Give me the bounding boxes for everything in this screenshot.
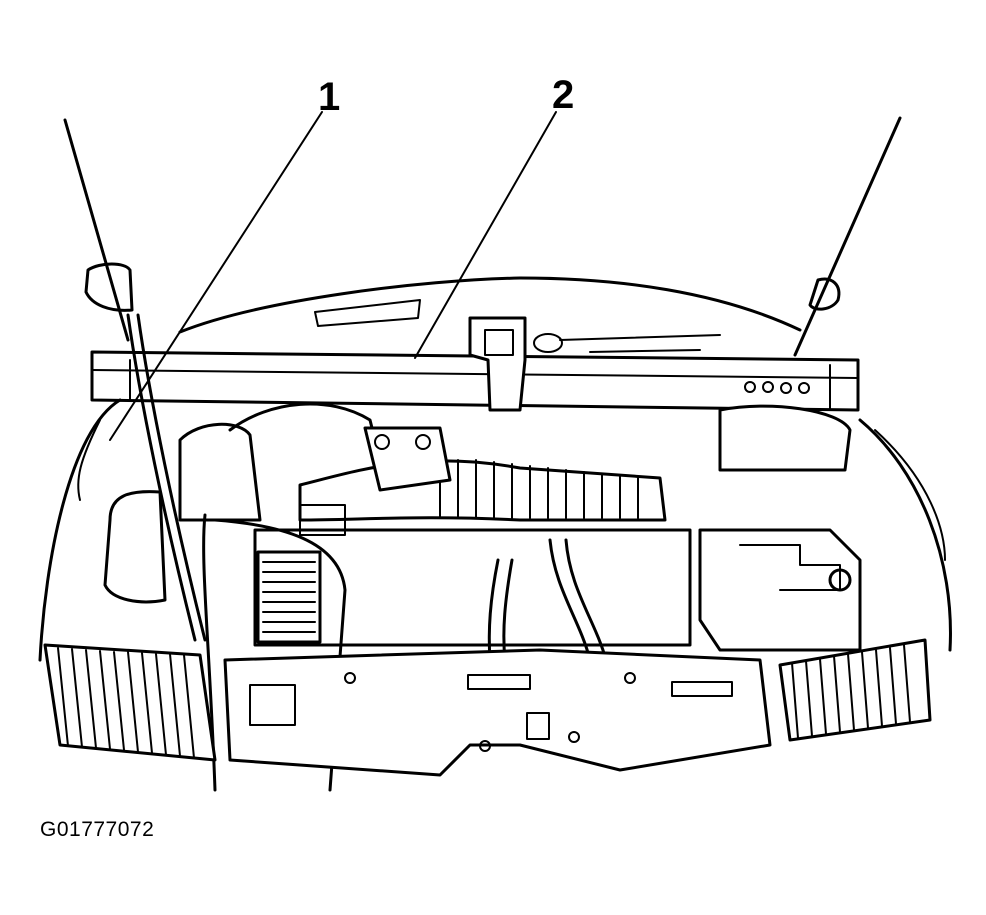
left-mirror: [84, 262, 134, 312]
body-outline: [38, 398, 952, 662]
callout-2-number: 2: [552, 73, 574, 117]
figure-id: G01777072: [40, 818, 155, 841]
left-headlamp-lens-lines: [57, 647, 195, 759]
right-headlamp: [778, 638, 932, 742]
left-headlamp: [43, 643, 217, 762]
radiator-support: [223, 648, 772, 777]
corrugated-hose-ribs: [439, 459, 639, 519]
hood-underside: [178, 276, 802, 353]
right-headlamp-lens-lines: [791, 644, 911, 739]
hood-support-bar: [90, 316, 860, 412]
right-mirror: [808, 277, 841, 311]
callout-1-leader: [109, 111, 323, 441]
fuse-block-slats: [262, 561, 316, 633]
hood-prop-rod: [126, 313, 207, 642]
hood-hinge-lines: [63, 116, 902, 357]
callout-2-leader: [414, 111, 557, 359]
callout-1-number: 1: [318, 75, 340, 119]
